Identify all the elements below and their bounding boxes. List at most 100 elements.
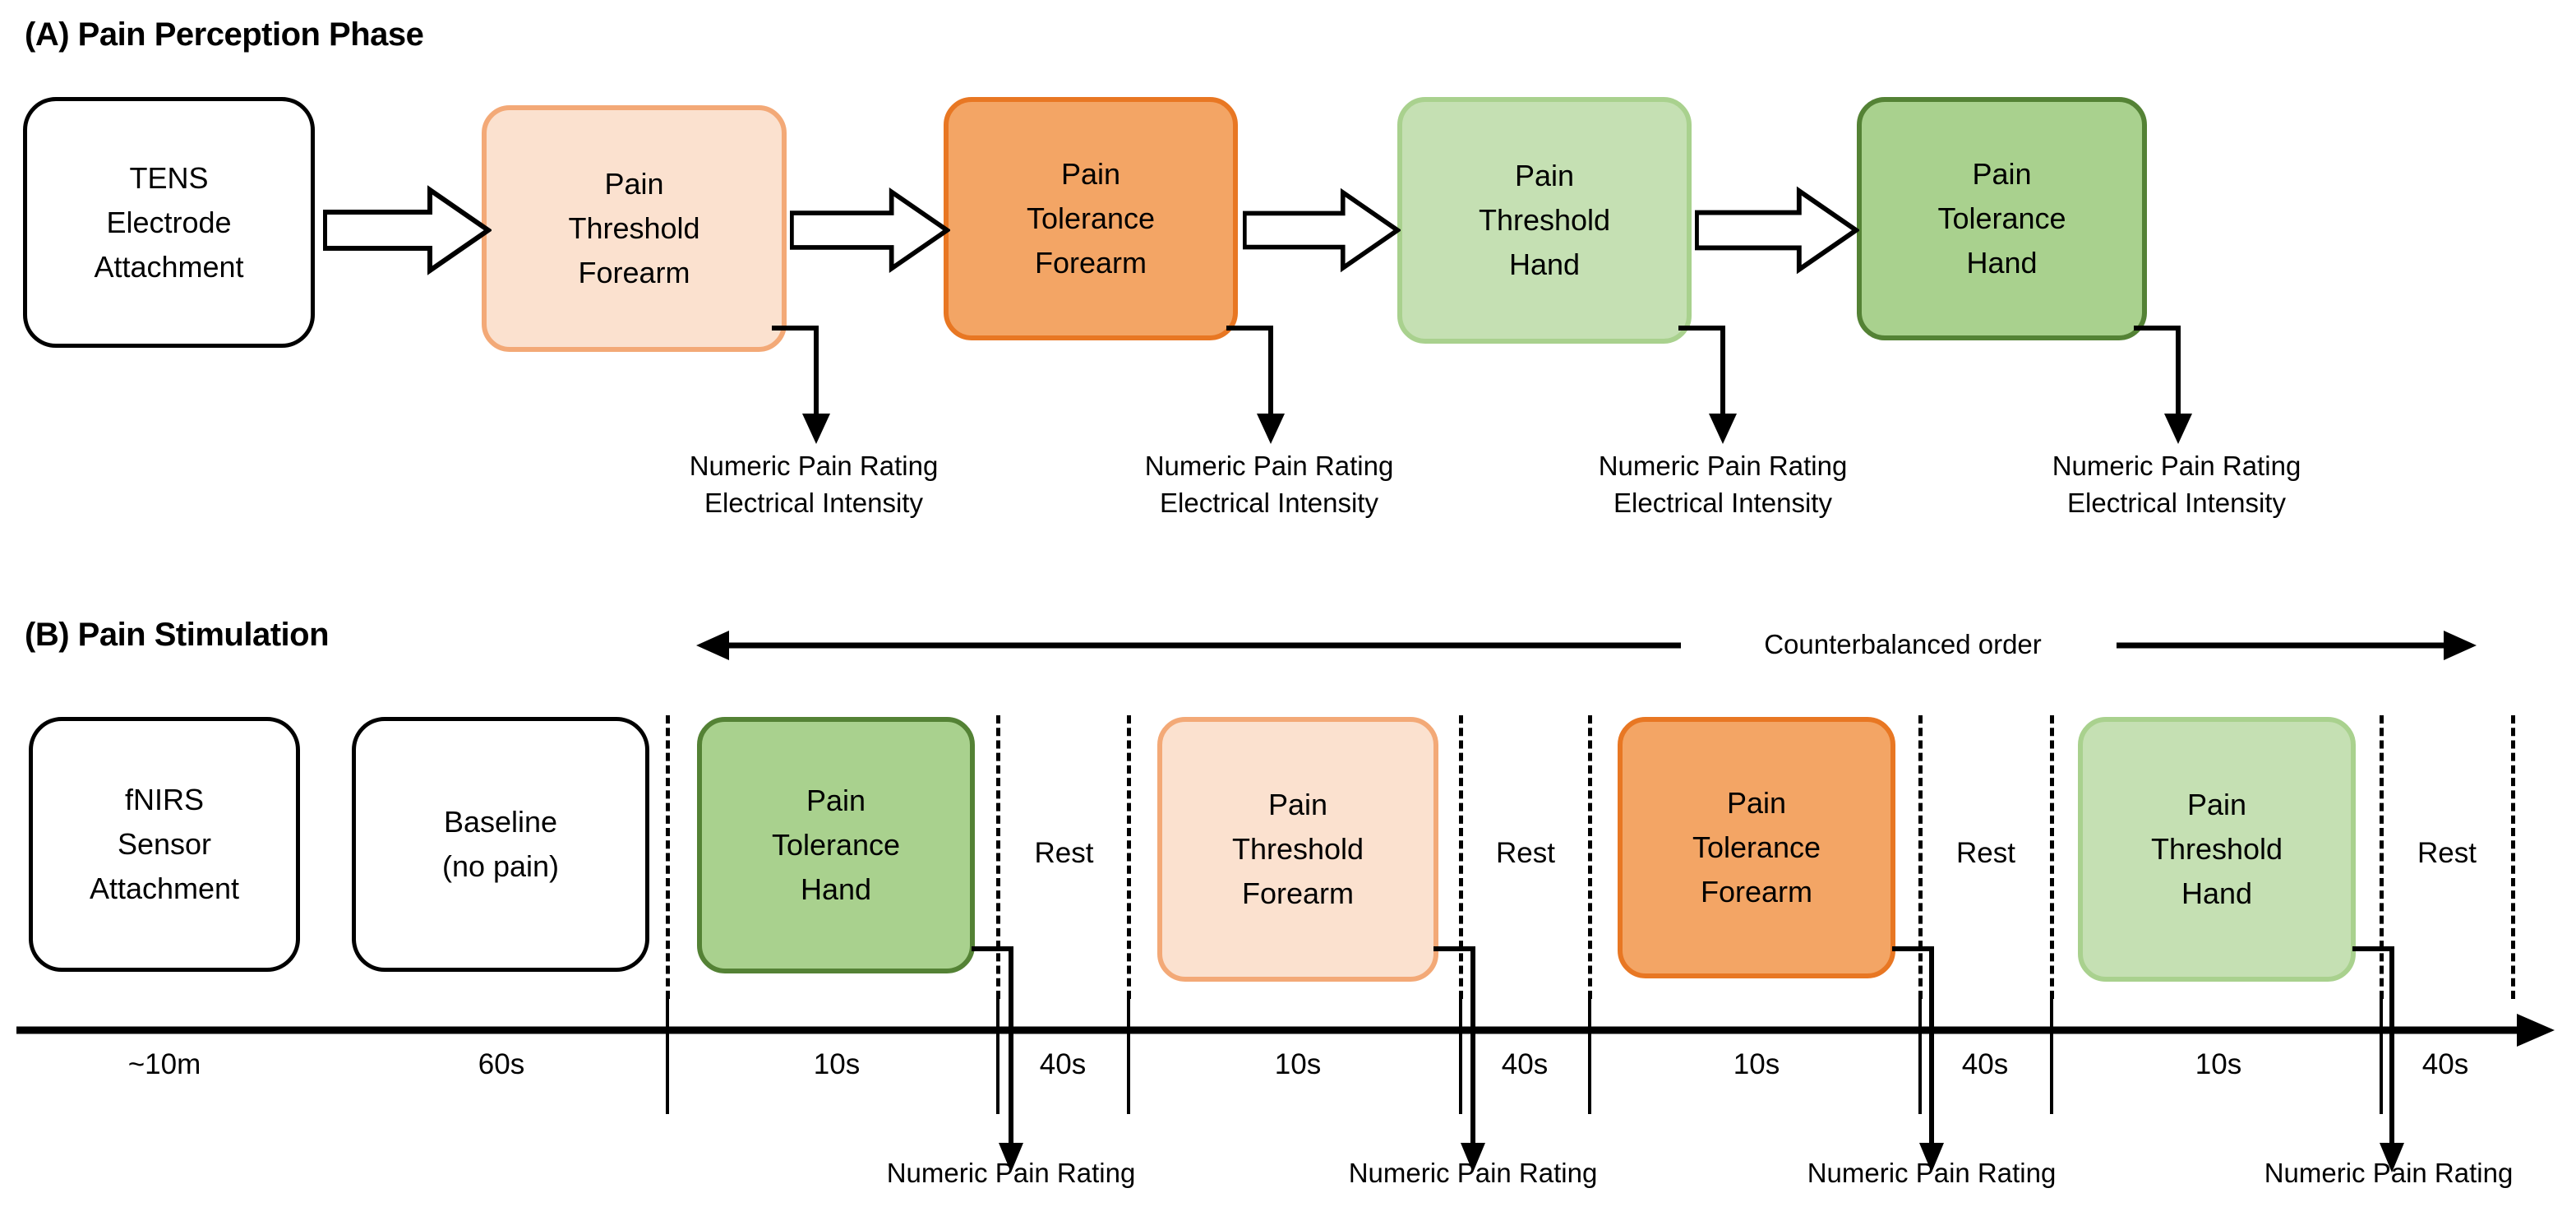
box-pain-threshold-hand: Pain Threshold Hand [1397, 97, 1692, 344]
measure-label-2: Numeric Pain Rating Electrical Intensity [1088, 448, 1450, 521]
box-line: Pain [1060, 157, 1121, 191]
duration-label-rest-2: 40s [1501, 1048, 1549, 1080]
box-pain-tolerance-hand: Pain Tolerance Hand [1857, 97, 2147, 340]
box-b-pain-threshold-hand: Pain Threshold Hand [2078, 717, 2356, 982]
rest-label-4: Rest [2417, 837, 2477, 869]
box-line: Hand [800, 872, 872, 906]
measure-label-1: Numeric Pain Rating Electrical Intensity [633, 448, 995, 521]
phase-divider [2050, 715, 2054, 999]
timeline-tick [2380, 999, 2383, 1114]
measure-line: Numeric Pain Rating [689, 451, 939, 481]
box-b-pain-tolerance-forearm: Pain Tolerance Forearm [1618, 717, 1895, 978]
box-pain-tolerance-forearm: Pain Tolerance Forearm [944, 97, 1238, 340]
box-tens-electrode-attachment: TENS Electrode Attachment [23, 97, 315, 348]
box-b-pain-tolerance-hand: Pain Tolerance Hand [697, 717, 975, 973]
box-b-pain-threshold-forearm: Pain Threshold Forearm [1157, 717, 1438, 982]
box-line: fNIRS [124, 783, 204, 816]
rest-label-2: Rest [1496, 837, 1555, 869]
phase-divider [1127, 715, 1131, 999]
box-line: Threshold [568, 211, 700, 245]
timeline-tick [1588, 999, 1591, 1114]
box-line: Threshold [1231, 832, 1364, 866]
panel-a-title: (A) Pain Perception Phase [25, 16, 424, 53]
timeline-tick [1459, 999, 1462, 1114]
box-line: Pain [1972, 157, 2032, 191]
measure-callout-4 [2134, 326, 2192, 444]
box-pain-threshold-forearm: Pain Threshold Forearm [482, 105, 787, 352]
phase-divider [1588, 715, 1592, 999]
measure-line: Numeric Pain Rating [1144, 451, 1394, 481]
measure-line: Electrical Intensity [704, 487, 923, 518]
box-line: Pain [604, 167, 664, 201]
box-line: Forearm [578, 256, 690, 289]
timeline-tick [1127, 999, 1130, 1114]
measure-label-3: Numeric Pain Rating Electrical Intensity [1542, 448, 1904, 521]
rest-label-3: Rest [1956, 837, 2015, 869]
rating-callout-3 [1892, 946, 1944, 1172]
measure-line: Electrical Intensity [1613, 487, 1832, 518]
timeline-tick [666, 999, 669, 1114]
counterbalanced-order-arrow [696, 631, 2477, 660]
box-line: Hand [2181, 876, 2253, 910]
rating-callout-1 [972, 946, 1023, 1172]
measure-callout-3 [1678, 326, 1737, 444]
box-line: Pain [1514, 159, 1575, 192]
measure-line: Numeric Pain Rating [1598, 451, 1848, 481]
duration-label-fnirs: ~10m [127, 1048, 201, 1080]
duration-label-stim-2: 10s [1274, 1048, 1322, 1080]
panel-b-title: (B) Pain Stimulation [25, 617, 330, 653]
box-line: Tolerance [1026, 201, 1156, 235]
rest-label-1: Rest [1034, 837, 1094, 869]
phase-divider [2380, 715, 2384, 999]
timeline-tick [1918, 999, 1922, 1114]
duration-label-baseline: 60s [478, 1048, 525, 1080]
phase-divider [1918, 715, 1923, 999]
measure-line: Electrical Intensity [1160, 487, 1378, 518]
phase-divider [2511, 715, 2515, 999]
box-line: Tolerance [1692, 830, 1821, 864]
box-line: Pain [806, 784, 866, 817]
box-line: Hand [1508, 247, 1581, 281]
box-line: Hand [1966, 246, 2038, 280]
measure-line: Numeric Pain Rating [2052, 451, 2301, 481]
timeline-axis [16, 1014, 2555, 1047]
rating-label-1: Numeric Pain Rating [886, 1158, 1136, 1188]
box-line: Sensor [117, 827, 212, 861]
timeline-tick [996, 999, 999, 1114]
duration-label-stim-3: 10s [1733, 1048, 1780, 1080]
flow-arrow-1 [323, 185, 492, 275]
box-line: Attachment [94, 249, 244, 284]
box-line: Electrode [106, 205, 232, 239]
counterbalanced-order-label: Counterbalanced order [1764, 629, 2042, 659]
box-line: Attachment [89, 872, 240, 905]
flow-arrow-2 [790, 187, 950, 274]
phase-divider [666, 715, 670, 999]
box-line: Baseline [443, 805, 558, 839]
box-line: Forearm [1700, 875, 1813, 909]
duration-label-rest-1: 40s [1039, 1048, 1087, 1080]
rating-callout-4 [2352, 946, 2404, 1172]
box-line: Tolerance [771, 828, 901, 862]
box-line: Pain [1267, 788, 1328, 821]
measure-line: Electrical Intensity [2067, 487, 2286, 518]
box-baseline-no-pain: Baseline (no pain) [352, 717, 649, 972]
flow-arrow-3 [1243, 187, 1401, 273]
rating-label-4: Numeric Pain Rating [2264, 1158, 2514, 1188]
box-line: Threshold [1478, 203, 1611, 237]
measure-callout-1 [772, 326, 830, 444]
box-line: Forearm [1034, 246, 1147, 280]
phase-divider [1459, 715, 1463, 999]
duration-label-rest-4: 40s [2421, 1048, 2469, 1080]
box-line: (no pain) [441, 849, 560, 883]
box-fnirs-sensor-attachment: fNIRS Sensor Attachment [29, 717, 300, 972]
box-line: Pain [1726, 786, 1787, 820]
duration-label-stim-1: 10s [813, 1048, 861, 1080]
box-line: TENS [129, 160, 209, 195]
box-line: Pain [2186, 788, 2247, 821]
measure-callout-2 [1226, 326, 1285, 444]
box-line: Forearm [1241, 876, 1355, 910]
flow-arrow-4 [1695, 186, 1859, 275]
duration-label-rest-3: 40s [1961, 1048, 2009, 1080]
measure-label-4: Numeric Pain Rating Electrical Intensity [1996, 448, 2357, 521]
rating-callout-2 [1433, 946, 1485, 1172]
